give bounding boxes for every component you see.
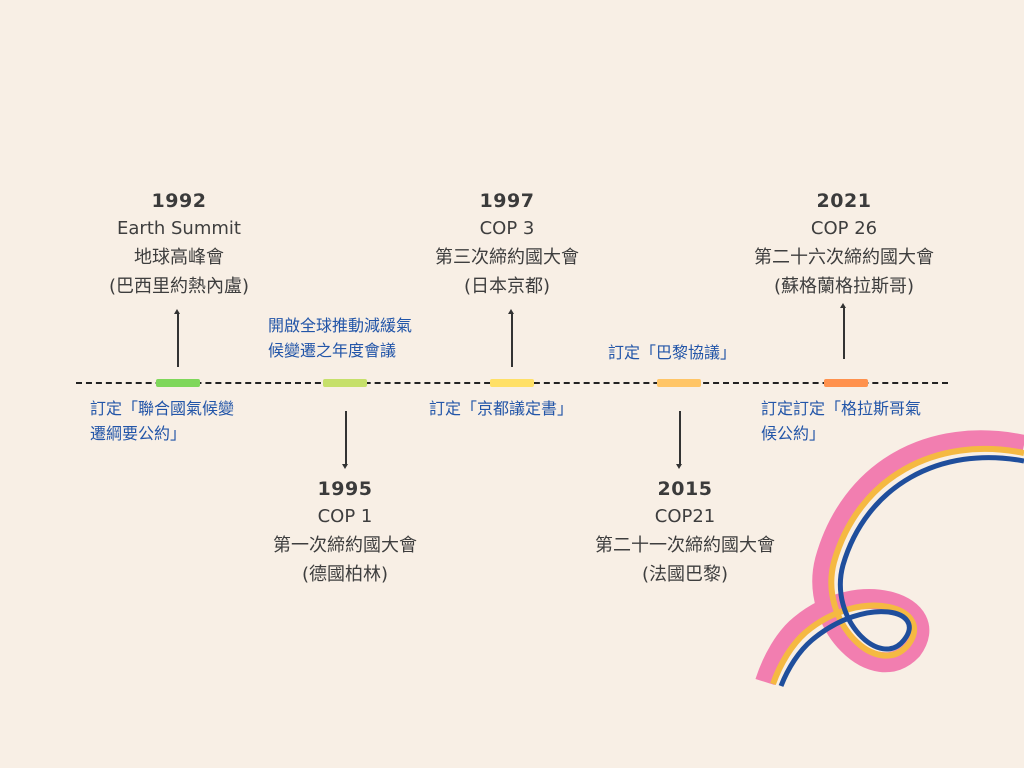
event-year: 1997	[479, 190, 535, 212]
ribbon-blue-stroke	[778, 455, 1024, 687]
event-title: COP21	[654, 506, 716, 527]
event-2015: 2015 COP21 第二十一次締約國大會 (法國巴黎)	[565, 476, 805, 589]
arrow-up-2021	[840, 303, 846, 359]
event-title: COP 1	[317, 506, 373, 527]
timeline-segment-1997	[490, 379, 534, 387]
timeline-segment-2021	[824, 379, 868, 387]
event-location: (蘇格蘭格拉斯哥)	[773, 276, 915, 297]
note-line: 開啟全球推動減緩氣	[268, 316, 413, 335]
note-line: 訂定「巴黎協議」	[608, 343, 737, 362]
event-year: 1992	[151, 190, 207, 212]
note-1995: 開啟全球推動減緩氣 候變遷之年度會議	[268, 313, 412, 363]
note-2021: 訂定訂定「格拉斯哥氣 候公約」	[761, 396, 921, 446]
event-1995: 1995 COP 1 第一次締約國大會 (德國柏林)	[225, 476, 465, 589]
note-1992: 訂定「聯合國氣候變 遷綱要公約」	[90, 396, 234, 446]
event-year: 2015	[657, 478, 713, 500]
event-year: 1995	[317, 478, 373, 500]
arrow-down-1995	[342, 411, 348, 469]
event-location: (巴西里約熱內盧)	[108, 276, 250, 297]
ribbon-yellow-stroke	[770, 446, 1024, 686]
timeline-segment-1992	[156, 379, 200, 387]
event-subtitle: 第二十六次締約國大會	[754, 247, 934, 268]
note-line: 訂定「京都議定書」	[429, 399, 574, 418]
event-1997: 1997 COP 3 第三次締約國大會 (日本京都)	[387, 188, 627, 301]
timeline-segment-2015	[657, 379, 701, 387]
note-line: 遷綱要公約」	[90, 424, 187, 443]
timeline-segment-1995	[323, 379, 367, 387]
arrow-down-2015	[676, 411, 682, 469]
event-year: 2021	[816, 190, 872, 212]
event-location: (日本京都)	[463, 276, 551, 297]
event-title: COP 3	[479, 218, 535, 239]
note-line: 訂定「聯合國氣候變	[90, 399, 235, 418]
ribbon-pink-stroke	[755, 430, 1024, 686]
event-subtitle: 地球高峰會	[134, 247, 224, 268]
note-line: 候變遷之年度會議	[268, 341, 397, 360]
arrow-up-1997	[508, 309, 514, 367]
event-title: COP 26	[810, 218, 878, 239]
note-2015: 訂定「巴黎協議」	[608, 340, 736, 365]
note-line: 候公約」	[761, 424, 826, 443]
event-location: (德國柏林)	[301, 564, 389, 585]
event-title: Earth Summit	[117, 218, 241, 239]
event-2021: 2021 COP 26 第二十六次締約國大會 (蘇格蘭格拉斯哥)	[724, 188, 964, 301]
note-line: 訂定訂定「格拉斯哥氣	[761, 399, 922, 418]
event-subtitle: 第一次締約國大會	[273, 535, 417, 556]
event-subtitle: 第三次締約國大會	[435, 247, 579, 268]
note-1997: 訂定「京都議定書」	[429, 396, 573, 421]
event-1992: 1992 Earth Summit 地球高峰會 (巴西里約熱內盧)	[59, 188, 299, 301]
event-location: (法國巴黎)	[641, 564, 729, 585]
event-subtitle: 第二十一次締約國大會	[595, 535, 775, 556]
arrow-up-1992	[174, 309, 180, 367]
